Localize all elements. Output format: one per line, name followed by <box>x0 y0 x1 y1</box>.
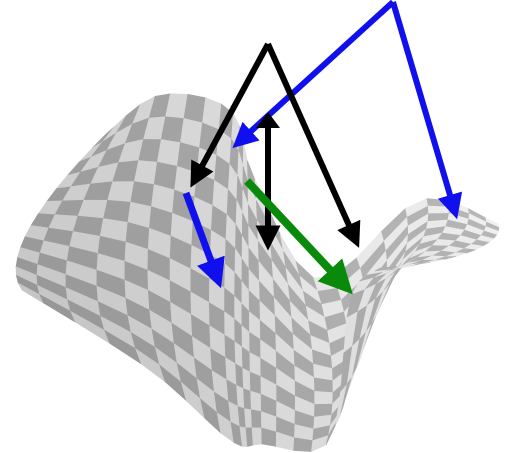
surface-tile <box>160 116 185 143</box>
surface-tile <box>427 205 450 215</box>
surface-tile <box>313 377 334 393</box>
blue-arrow-top-right <box>390 1 463 220</box>
arrows-layer <box>182 0 463 295</box>
surface-tile <box>243 388 252 411</box>
surface-tile <box>156 139 181 167</box>
surface-tile <box>314 390 334 405</box>
surface-tile <box>133 160 158 185</box>
surface-tile <box>251 427 263 446</box>
surface-tile <box>426 198 450 208</box>
surface-tile <box>242 367 251 392</box>
black-arrow-left <box>190 42 271 188</box>
surface-tile <box>183 93 206 124</box>
surface-tile <box>250 390 262 412</box>
blue-arrow-surface <box>182 191 225 289</box>
surface-tile <box>250 409 262 429</box>
black-arrow-middle-top-head <box>256 112 280 128</box>
surface-tile <box>107 181 135 203</box>
surface-tile <box>374 266 399 272</box>
black-arrow-right <box>265 42 361 248</box>
green-arrow-surface <box>244 178 353 295</box>
surface-tile <box>244 408 253 429</box>
checkerboard-saddle-surface <box>15 93 500 452</box>
